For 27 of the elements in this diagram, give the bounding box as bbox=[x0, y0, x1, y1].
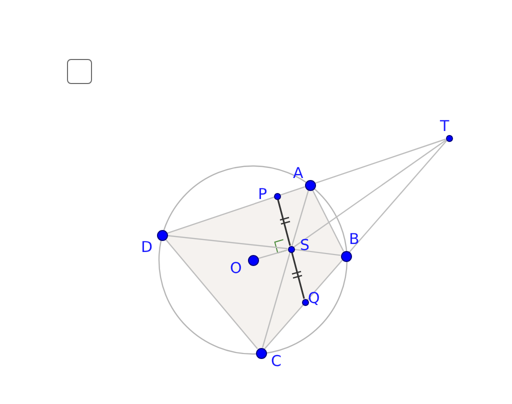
line-segment bbox=[167, 186, 305, 234]
point-label: Q bbox=[308, 290, 320, 306]
line-segment bbox=[165, 238, 258, 350]
line-segment bbox=[315, 138, 446, 184]
line-segment bbox=[349, 140, 448, 252]
line-segment bbox=[312, 190, 344, 252]
point-label: A bbox=[293, 165, 304, 181]
line-segment bbox=[258, 249, 288, 260]
point-label: S bbox=[300, 237, 310, 253]
line-segment bbox=[277, 199, 291, 246]
point bbox=[156, 230, 168, 240]
point-label: D bbox=[141, 239, 153, 255]
line-segment bbox=[264, 260, 343, 350]
point-label: C bbox=[271, 353, 282, 369]
point bbox=[304, 180, 316, 190]
point-label: O bbox=[230, 260, 242, 276]
point-label: T bbox=[440, 118, 450, 134]
checkbox bbox=[66, 58, 92, 84]
point bbox=[446, 134, 452, 142]
line-segment bbox=[291, 190, 310, 246]
point bbox=[274, 192, 280, 200]
line-segment bbox=[294, 248, 341, 256]
line-segment bbox=[294, 140, 446, 248]
point-label: B bbox=[349, 231, 360, 247]
line-segment bbox=[262, 252, 291, 348]
line-segment bbox=[167, 235, 288, 250]
point-label: P bbox=[258, 186, 268, 202]
